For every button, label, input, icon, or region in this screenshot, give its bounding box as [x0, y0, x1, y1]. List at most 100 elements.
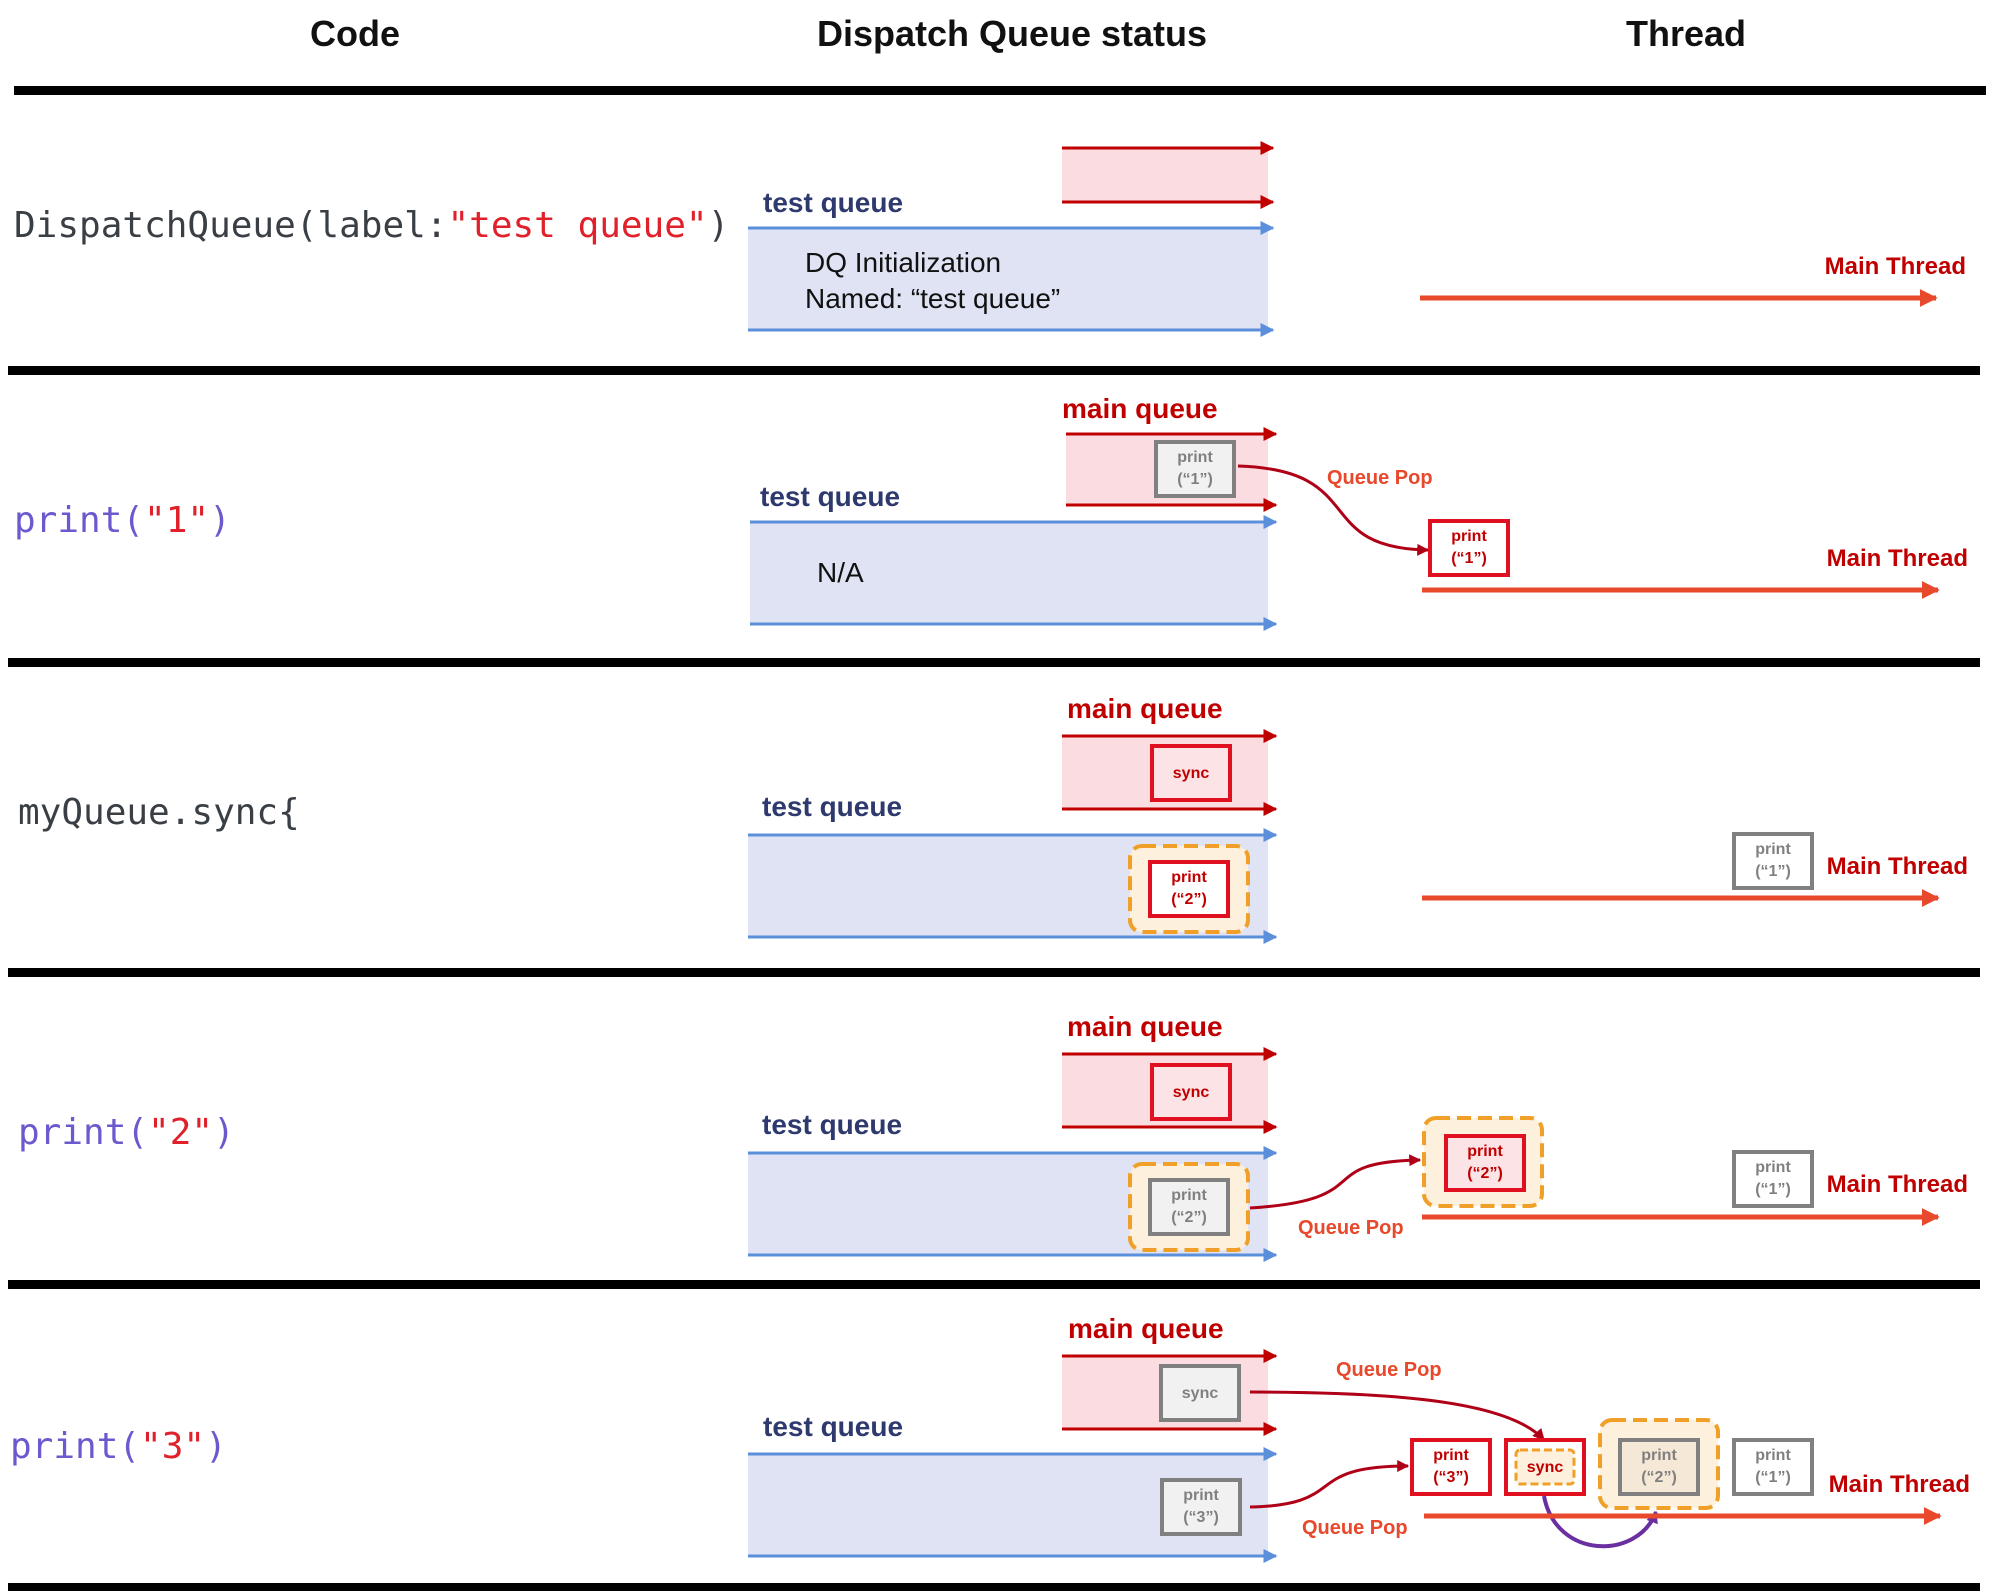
test-queue-label: test queue	[762, 791, 902, 822]
queue-pop-arrow	[1249, 1460, 1410, 1509]
test-queue-lane: test queue print (“3”)	[748, 1411, 1278, 1563]
task-box	[1159, 1364, 1241, 1422]
separator-line	[8, 1280, 1980, 1289]
thread-task-box	[1732, 1150, 1814, 1208]
task-box-text: print	[1183, 1487, 1219, 1504]
main-thread: print (“2”) print (“1”) Main Thread	[1422, 1116, 1968, 1226]
test-queue-label: test queue	[763, 1411, 903, 1442]
queue-status-text: Named: “test queue”	[805, 283, 1060, 314]
test-queue-fill	[748, 228, 1268, 330]
thread-task-box	[1618, 1438, 1700, 1496]
separator-line	[14, 86, 1986, 95]
test-queue-lane: test queue DQ Initialization Named: “tes…	[748, 187, 1275, 337]
task-box-text: (“1”)	[1755, 863, 1791, 880]
task-box	[1160, 1478, 1242, 1536]
task-box-text: print	[1467, 1143, 1503, 1160]
task-box-text: print	[1177, 449, 1213, 466]
task-box-text: (“1”)	[1177, 471, 1213, 488]
queue-status-text: N/A	[817, 557, 864, 588]
task-box-text: (“3”)	[1433, 1469, 1469, 1486]
code-token: )	[213, 1112, 235, 1153]
task-box-text: print	[1171, 869, 1207, 886]
test-queue-lane: test queue print (“2”)	[748, 1109, 1278, 1262]
header-code: Code	[310, 13, 400, 54]
main-queue-label: main queue	[1068, 1313, 1224, 1344]
queue-pop-arrow	[1237, 464, 1430, 556]
task-box-text: (“1”)	[1451, 550, 1487, 567]
test-queue-lane: test queue print (“2”)	[748, 791, 1278, 944]
row-separators	[8, 86, 1986, 1591]
task-box-text: (“1”)	[1755, 1469, 1791, 1486]
header-thread: Thread	[1626, 13, 1746, 54]
task-box	[1148, 860, 1230, 918]
task-box-text: (“2”)	[1171, 891, 1207, 908]
test-queue-lane: test queue N/A	[750, 481, 1278, 631]
row-print-2: print("2") main queue sync test queue pr…	[18, 1011, 1968, 1262]
main-thread-label: Main Thread	[1827, 545, 1968, 572]
task-box-text: print	[1451, 528, 1487, 545]
task-box-text: print	[1641, 1447, 1677, 1464]
main-queue-lane: main queue sync	[1062, 1313, 1278, 1436]
code-token: )	[205, 1426, 227, 1467]
main-queue-label: main queue	[1067, 693, 1223, 724]
test-queue-label: test queue	[762, 1109, 902, 1140]
thread-task-box	[1732, 832, 1814, 890]
main-thread: print (“3”) sync print (“2”) print (“1”)…	[1410, 1418, 1970, 1549]
main-queue-label: main queue	[1062, 393, 1218, 424]
task-box-text: sync	[1173, 1084, 1210, 1101]
code-token: )	[708, 205, 730, 246]
main-queue-lane	[1062, 141, 1275, 209]
thread-task-box	[1732, 1438, 1814, 1496]
code-line: print("3")	[10, 1426, 227, 1467]
main-queue-fill	[1062, 148, 1268, 202]
main-thread-label: Main Thread	[1827, 1171, 1968, 1198]
main-thread-label: Main Thread	[1825, 253, 1966, 280]
task-box-text: (“2”)	[1467, 1165, 1503, 1182]
thread-task-box	[1444, 1134, 1526, 1192]
task-box	[1154, 440, 1236, 498]
task-box	[1148, 1178, 1230, 1236]
task-box-text: sync	[1173, 765, 1210, 782]
main-thread: Main Thread	[1420, 253, 1966, 307]
code-token: print(	[14, 500, 144, 541]
main-thread-label: Main Thread	[1827, 853, 1968, 880]
queue-pop: Queue Pop	[1249, 1154, 1422, 1239]
test-queue-label: test queue	[760, 481, 900, 512]
row-myqueue-sync: myQueue.sync{ main queue sync test queue…	[18, 693, 1968, 944]
task-box-text: print	[1171, 1187, 1207, 1204]
code-line: print("2")	[18, 1112, 235, 1153]
task-box-text: (“1”)	[1755, 1181, 1791, 1198]
task-box-text: (“2”)	[1641, 1469, 1677, 1486]
task-box-text: (“3”)	[1183, 1509, 1219, 1526]
code-line: DispatchQueue(label:"test queue")	[14, 205, 729, 246]
code-token: "1"	[144, 500, 209, 541]
separator-line	[8, 366, 1980, 375]
task-box-text: print	[1755, 1447, 1791, 1464]
thread-task-box	[1428, 519, 1510, 577]
task-box-text: print	[1433, 1447, 1469, 1464]
row-print-3: print("3") main queue sync test queue pr…	[10, 1313, 1970, 1563]
queue-pop-label: Queue Pop	[1327, 467, 1433, 489]
task-box	[1150, 744, 1232, 802]
main-queue-lane: main queue print (“1”)	[1062, 393, 1278, 512]
task-box	[1150, 1063, 1232, 1121]
code-token: "test queue"	[447, 205, 707, 246]
code-token: DispatchQueue(label:	[14, 205, 447, 246]
separator-line	[8, 1583, 1980, 1591]
code-line: myQueue.sync{	[18, 792, 300, 833]
main-thread: print (“1”) Main Thread	[1422, 832, 1968, 907]
row-dq-init: DispatchQueue(label:"test queue") test q…	[14, 141, 1966, 337]
test-queue-label: test queue	[763, 187, 903, 218]
code-token: print(	[10, 1426, 140, 1467]
row-print-1: print("1") main queue print (“1”) test q…	[14, 393, 1968, 631]
queue-pop: Queue Pop	[1237, 464, 1433, 556]
code-token: "2"	[148, 1112, 213, 1153]
queue-pop-label: Queue Pop	[1336, 1359, 1442, 1381]
queue-pop: Queue Pop Queue Pop	[1249, 1359, 1546, 1539]
code-token: "3"	[140, 1426, 205, 1467]
test-queue-fill	[750, 522, 1268, 624]
main-queue-label: main queue	[1067, 1011, 1223, 1042]
main-thread: print (“1”) Main Thread	[1422, 519, 1968, 599]
task-box-text: print	[1755, 1159, 1791, 1176]
